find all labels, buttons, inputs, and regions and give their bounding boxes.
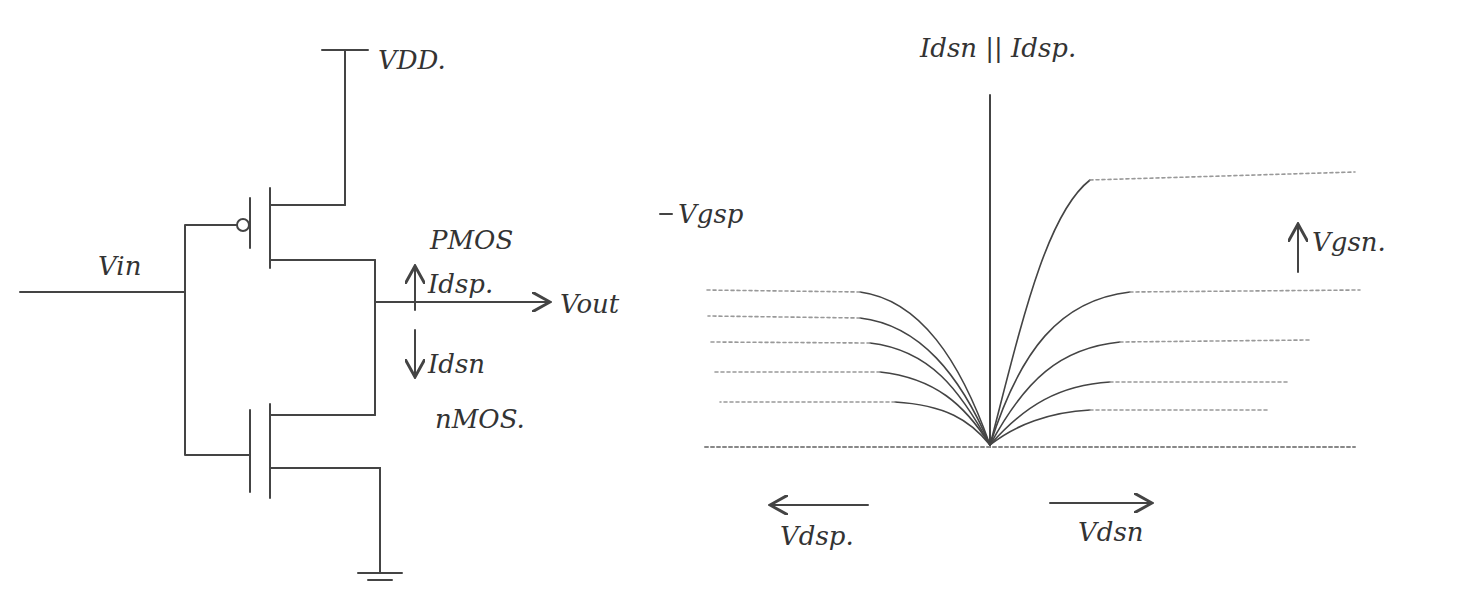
dash-mark [660,213,672,215]
parameter-name: Vgsp [678,200,743,229]
vdsp-arrow [772,504,868,506]
nmos-symbol [250,404,380,572]
signal-name: Vin [98,252,141,281]
output-wire [375,301,548,303]
axis-label: Vdsn [1078,518,1144,547]
vdd-rail [322,50,368,205]
output-node [374,260,376,415]
current-name: Idsn [428,350,485,379]
parameter-name: Vgsn. [1312,228,1386,257]
signal-name: Vout [560,290,619,319]
current-axis [989,95,991,447]
input-wire [20,225,250,455]
device-name: PMOS [430,226,513,255]
current-arrow [414,268,416,310]
pmos-symbol [237,188,375,268]
pmos-curves [705,290,990,445]
current-name: Idsp. [428,270,493,299]
axis-label: Vdsp. [780,522,854,551]
ground-symbol [358,573,402,580]
vdsn-arrow [1050,502,1150,504]
axis-label: Idsn || Idsp. [920,34,1076,63]
voltage-axis [705,446,1355,448]
nmos-curves [990,172,1360,445]
current-arrow [414,330,416,375]
device-name: nMOS. [435,405,525,434]
supply-label: VDD. [378,46,446,75]
vgsn-arrow [1297,226,1299,272]
